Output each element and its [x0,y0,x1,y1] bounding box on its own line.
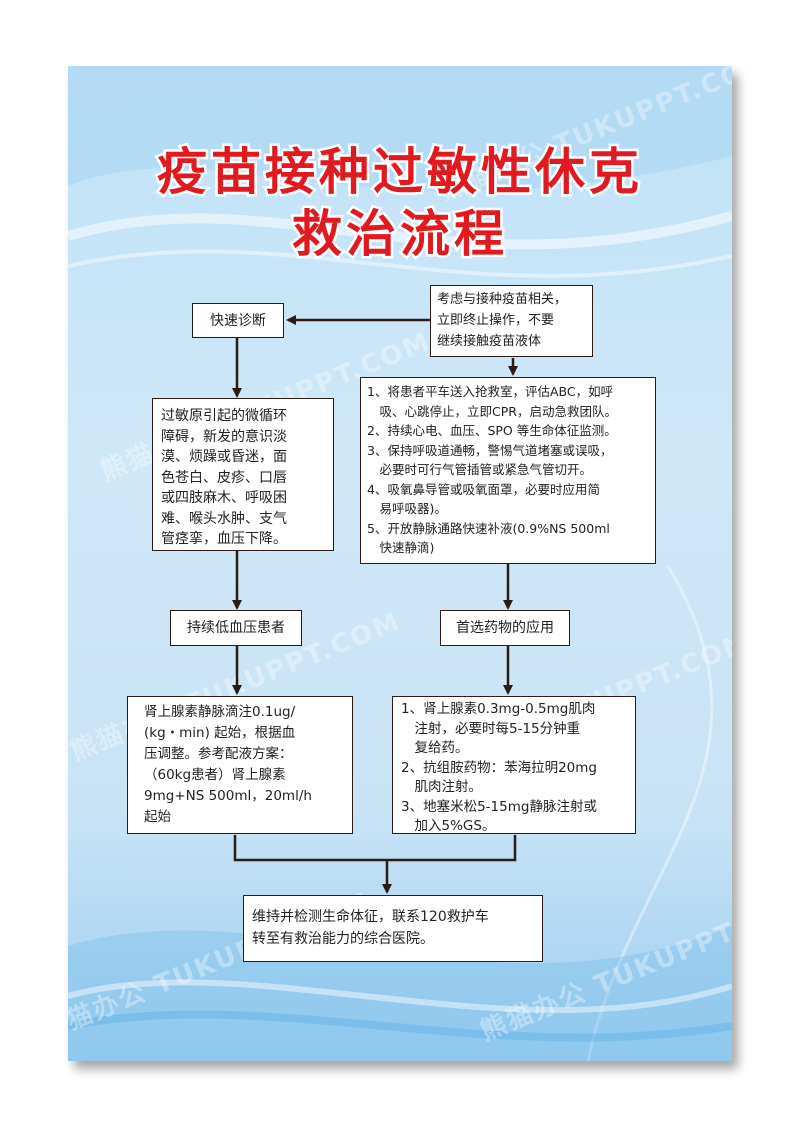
background-waves [68,66,732,1061]
persistent-hypotension-box: 持续低血压患者 [170,610,302,646]
preferred-drug-text: 首选药物的应用 [456,620,554,636]
flow-connectors [232,315,518,894]
poster: 熊猫办公 TUKUPPT.COM 熊猫办公 TUKUPPT.COM 熊猫办公 T… [68,66,732,1061]
symptoms-text: 过敏原引起的微循环 障碍，新发的意识淡 漠、烦躁或昏迷，面 色苍白、皮疹、口唇 … [161,408,287,547]
title-line-1: 疫苗接种过敏性休克 [155,140,643,204]
final-step-text: 维持并检测生命体征，联系120救护车 转至有救治能力的综合医院。 [252,909,489,947]
epinephrine-infusion-text: 肾上腺素静脉滴注0.1ug/ (kg・min) 起始，根据血 压调整。参考配液方… [144,704,312,825]
preferred-drug-box: 首选药物的应用 [440,610,570,646]
final-step-box: 维持并检测生命体征，联系120救护车 转至有救治能力的综合医院。 [243,895,543,962]
epinephrine-infusion-box: 肾上腺素静脉滴注0.1ug/ (kg・min) 起始，根据血 压调整。参考配液方… [127,696,353,834]
drug-list-text: 1、肾上腺素0.3mg-0.5mg肌肉 注射，必要时每5-15分钟重 复给药。 … [401,701,597,834]
symptoms-box: 过敏原引起的微循环 障碍，新发的意识淡 漠、烦躁或昏迷，面 色苍白、皮疹、口唇 … [152,398,334,551]
persistent-hypotension-text: 持续低血压患者 [187,620,285,636]
quick-diagnosis-box: 快速诊断 [192,303,284,338]
emergency-measures-box: 1、将患者平车送入抢救室，评估ABC，如呼 吸、心跳停止，立即CPR，启动急救团… [360,377,656,564]
merge-line [233,835,517,862]
emergency-measures-text: 1、将患者平车送入抢救室，评估ABC，如呼 吸、心跳停止，立即CPR，启动急救团… [367,384,617,555]
consider-vaccine-text: 考虑与接种疫苗相关， 立即终止操作，不要 继续接触疫苗液体 [437,292,568,349]
quick-diagnosis-text: 快速诊断 [210,312,266,329]
title-line-2: 救治流程 [290,202,508,266]
consider-vaccine-box: 考虑与接种疫苗相关， 立即终止操作，不要 继续接触疫苗液体 [430,285,593,357]
drug-list-box: 1、肾上腺素0.3mg-0.5mg肌肉 注射，必要时每5-15分钟重 复给药。 … [392,696,636,834]
